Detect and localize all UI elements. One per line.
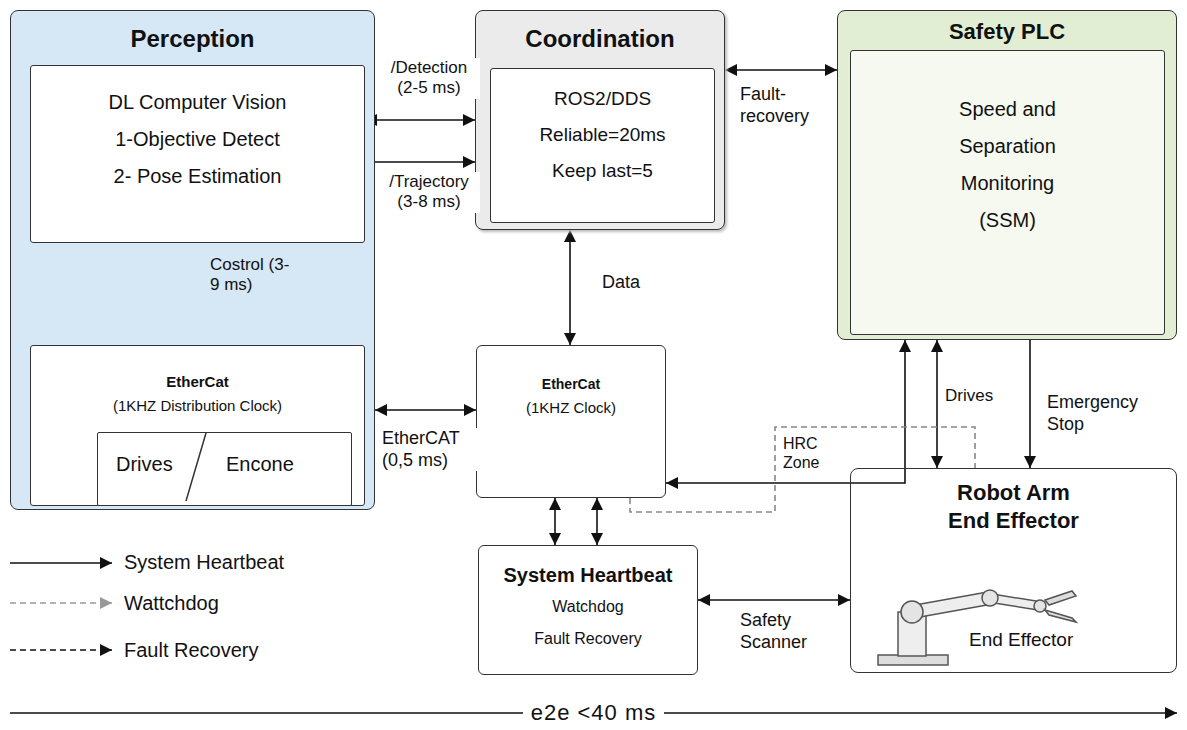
node-text: EtherCat — [477, 372, 665, 396]
edge-label: /Detection (2-5 ms) — [378, 58, 480, 99]
node-text: EtherCat — [31, 370, 364, 394]
bus-box: EtherCat(1KHZ Clock) — [476, 345, 666, 498]
legend-text: Fault Recovery — [122, 638, 261, 662]
edge-label: Costrol (3-9 ms) — [208, 255, 292, 296]
connector — [698, 599, 850, 601]
connector — [936, 340, 938, 468]
connector — [365, 161, 475, 163]
node-text: Coordination — [476, 11, 724, 53]
node-text: Speed and Separation Monitoring (SSM) — [940, 91, 1075, 239]
node-text: Perception — [11, 11, 374, 53]
edge-label: Data — [600, 272, 674, 294]
connector — [375, 409, 476, 411]
node-text: Safety PLC — [838, 11, 1176, 45]
edge-label: Safety Scanner — [738, 610, 832, 653]
connector — [554, 498, 556, 545]
connector — [725, 69, 837, 71]
legend-text: System Heartbeat — [122, 550, 286, 574]
node-text: Keep last=5 — [511, 153, 694, 189]
process-box: ROS2/DDSReliable=20msKeep last=5 — [490, 68, 715, 223]
node-text: ROS2/DDS — [511, 81, 694, 117]
node-text: Reliable=20ms — [511, 117, 694, 153]
process-box: System HeartbeatWatchdogFault Recovery — [478, 545, 698, 675]
drive-box: Drives Encone — [97, 432, 352, 506]
edge-label: HRC Zone — [781, 434, 845, 472]
process-box: DL Computer Vision1-Objective Detect2- P… — [30, 65, 365, 243]
timing-label: e2e <40 ms — [523, 700, 665, 725]
bus-box: EtherCat(1KHZ Distribution Clock) Drives E… — [30, 345, 365, 506]
node-text: End Effector — [969, 629, 1073, 651]
edge-label: Drives — [943, 386, 1017, 406]
monitor-box: Speed and Separation Monitoring (SSM) — [850, 50, 1165, 335]
panel: Safety PLC Speed and Separation Monitorin… — [837, 10, 1177, 340]
connector — [666, 340, 905, 483]
node-text: Fault Recovery — [479, 624, 697, 654]
node-text: DL Computer Vision — [53, 84, 342, 121]
edge-label: Fault-recovery — [738, 84, 834, 127]
node-text: 2- Pose Estimation — [53, 158, 342, 195]
robot-arm — [878, 590, 1076, 665]
node-text: Watchdog — [479, 590, 697, 624]
dashed-connector — [630, 427, 975, 512]
connector — [596, 498, 598, 545]
node-text: System Heartbeat — [479, 560, 697, 590]
node-text: (1KHZ Distribution Clock) — [31, 394, 364, 418]
edge-label: EtherCAT (0,5 ms) — [380, 428, 478, 471]
panel: CoordinationROS2/DDSReliable=20msKeep la… — [475, 10, 725, 230]
connector — [365, 119, 475, 121]
node-text: Encone — [226, 453, 294, 476]
legend-text: Wattchdog — [122, 591, 221, 615]
connector — [569, 230, 571, 345]
node-text: Robot Arm End Effector — [944, 469, 1084, 535]
connector — [1029, 340, 1031, 468]
edge-label: Emergency Stop — [1045, 392, 1169, 435]
edge-label: /Trajectory (3-8 ms) — [378, 172, 480, 213]
node-text: (1KHZ Clock) — [477, 396, 665, 420]
node-text: 1-Objective Detect — [53, 121, 342, 158]
node-text: Drives — [116, 453, 173, 476]
legend-samples — [10, 563, 112, 650]
panel: Perception DL Computer Vision1-Objective … — [10, 10, 375, 510]
robot-box: Robot Arm End EffectorEnd Effector — [850, 468, 1177, 673]
label-row: e2e <40 ms — [0, 700, 1187, 726]
